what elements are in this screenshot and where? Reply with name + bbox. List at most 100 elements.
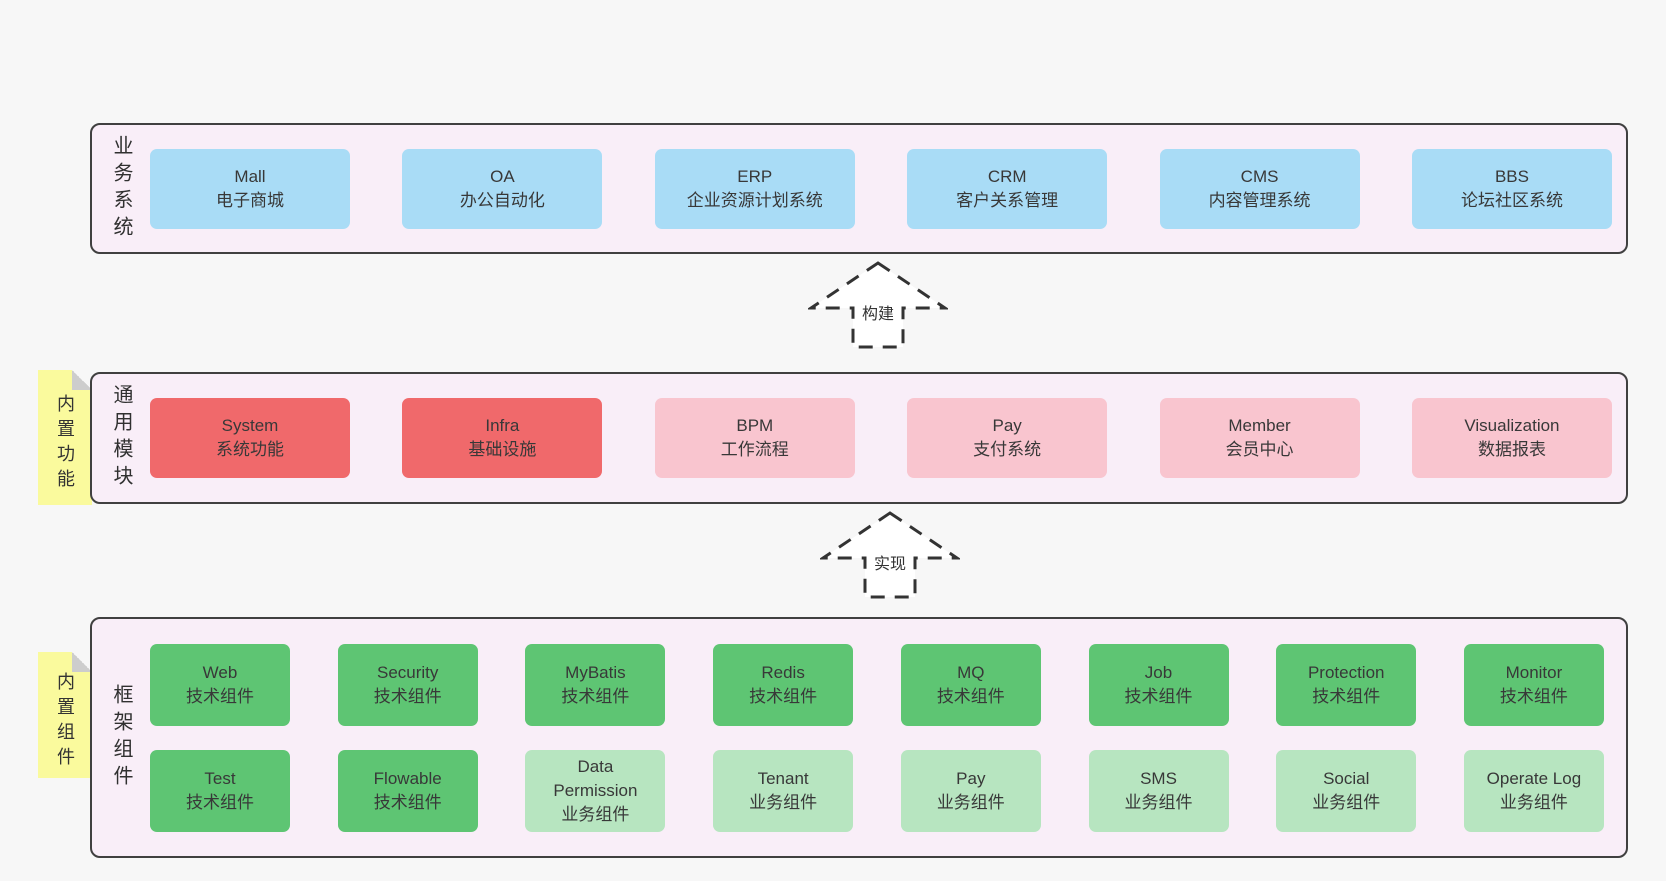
box-member: Member 会员中心	[1159, 398, 1360, 478]
box-title: Pay	[992, 416, 1022, 435]
layer-label-business-systems: 业务系统	[110, 134, 132, 243]
box-security: Security 技术组件	[337, 643, 478, 726]
box-title: Pay	[956, 768, 986, 788]
box-subtitle: 业务组件	[561, 804, 630, 824]
sticky-tab-built-in-functions: 内置功能	[38, 370, 92, 505]
box-bpm: BPM 工作流程	[654, 398, 855, 478]
box-pay-component: Pay 业务组件	[900, 749, 1041, 832]
layer-label-common-modules: 通用模块	[110, 384, 132, 492]
box-title: Job	[1144, 662, 1173, 682]
box-title: BPM	[736, 416, 774, 435]
box-tenant: Tenant 业务组件	[713, 749, 854, 832]
box-subtitle: 技术组件	[1124, 686, 1193, 706]
box-subtitle: 客户关系管理	[956, 190, 1059, 210]
box-monitor: Monitor 技术组件	[1463, 643, 1604, 726]
box-subtitle: 工作流程	[720, 440, 789, 459]
box-title: SMS	[1140, 768, 1177, 788]
box-title: BBS	[1494, 166, 1529, 186]
box-subtitle: 业务组件	[1124, 792, 1193, 812]
box-data-permission: Data Permission 业务组件	[525, 749, 666, 832]
box-title: Member	[1228, 416, 1291, 435]
box-title: Redis	[761, 662, 805, 682]
box-title: Monitor	[1505, 662, 1563, 682]
box-subtitle: 业务组件	[749, 792, 818, 812]
box-title: Web	[202, 662, 238, 682]
box-subtitle: 基础设施	[468, 440, 537, 459]
box-web: Web 技术组件	[150, 643, 290, 726]
implement-arrow-label: 实现	[870, 549, 910, 575]
box-operate-log: Operate Log 业务组件	[1463, 749, 1604, 832]
box-infra: Infra 基础设施	[402, 398, 603, 478]
box-subtitle: 办公自动化	[459, 190, 545, 210]
box-title: OA	[490, 166, 515, 186]
box-title: Visualization	[1464, 416, 1560, 435]
modules-box-row: System 系统功能 Infra 基础设施 BPM 工作流程 Pay 支付系统…	[150, 374, 1626, 502]
box-mall: Mall 电子商城	[150, 148, 350, 229]
box-subtitle: 支付系统	[973, 440, 1042, 459]
box-subtitle: 技术组件	[186, 792, 254, 812]
box-title: Test	[204, 768, 236, 788]
build-arrow: 构建	[808, 259, 948, 351]
box-subtitle: 业务组件	[936, 792, 1005, 812]
layer-label-framework-components: 框架组件	[110, 683, 132, 792]
folded-corner-icon	[72, 652, 92, 672]
build-arrow-label: 构建	[858, 299, 898, 325]
box-title: Mall	[234, 166, 266, 186]
box-title: Social	[1323, 768, 1370, 788]
box-social: Social 业务组件	[1276, 749, 1417, 832]
box-title: MyBatis	[565, 662, 626, 682]
sticky-tab-label: 内置组件	[55, 672, 75, 772]
box-title: Infra	[485, 416, 520, 435]
box-title: CMS	[1240, 166, 1279, 186]
box-subtitle: 技术组件	[186, 686, 254, 706]
box-subtitle: 业务组件	[1312, 792, 1381, 812]
box-title: Flowable	[373, 768, 442, 788]
box-subtitle: 会员中心	[1225, 440, 1294, 459]
box-title: Security	[376, 662, 439, 682]
box-title: CRM	[987, 166, 1027, 186]
components-rows: Web 技术组件 Security 技术组件 MyBatis 技术组件 Redi…	[150, 619, 1626, 856]
components-row-1: Web 技术组件 Security 技术组件 MyBatis 技术组件 Redi…	[150, 643, 1604, 726]
box-subtitle: 技术组件	[1312, 686, 1381, 706]
box-subtitle: 企业资源计划系统	[686, 190, 823, 210]
box-subtitle: 电子商城	[216, 190, 284, 210]
box-title: Protection	[1307, 662, 1385, 682]
box-redis: Redis 技术组件	[713, 643, 854, 726]
box-title: Tenant	[757, 768, 809, 788]
box-title: MQ	[957, 662, 985, 682]
box-subtitle: 技术组件	[1499, 686, 1568, 706]
box-subtitle: 技术组件	[749, 686, 818, 706]
sticky-tab-label: 内置功能	[55, 394, 75, 494]
box-system: System 系统功能	[150, 398, 350, 478]
box-subtitle: 技术组件	[373, 686, 442, 706]
box-subtitle: 内容管理系统	[1208, 190, 1311, 210]
box-sms: SMS 业务组件	[1088, 749, 1229, 832]
box-test: Test 技术组件	[150, 749, 290, 832]
box-subtitle: 业务组件	[1499, 792, 1568, 812]
box-visualization: Visualization 数据报表	[1411, 398, 1612, 478]
box-mybatis: MyBatis 技术组件	[525, 643, 666, 726]
implement-arrow: 实现	[820, 509, 960, 601]
box-cms: CMS 内容管理系统	[1159, 148, 1360, 229]
box-job: Job 技术组件	[1088, 643, 1229, 726]
box-title: Operate Log	[1486, 768, 1582, 788]
layer-framework-components: 框架组件 Web 技术组件 Security 技术组件 MyBatis 技术组件…	[90, 617, 1628, 858]
box-subtitle: 系统功能	[216, 440, 284, 459]
box-flowable: Flowable 技术组件	[337, 749, 478, 832]
box-erp: ERP 企业资源计划系统	[654, 148, 855, 229]
box-title: ERP	[737, 166, 773, 186]
layer-business-systems: 业务系统 Mall 电子商城 OA 办公自动化 ERP 企业资源计划系统 CRM…	[90, 123, 1628, 254]
layer-common-modules: 通用模块 System 系统功能 Infra 基础设施 BPM 工作流程 Pay…	[90, 372, 1628, 504]
box-bbs: BBS 论坛社区系统	[1411, 148, 1612, 229]
box-title: Data Permission	[553, 756, 638, 800]
box-protection: Protection 技术组件	[1276, 643, 1417, 726]
folded-corner-icon	[72, 370, 92, 390]
box-subtitle: 技术组件	[936, 686, 1005, 706]
box-pay-system: Pay 支付系统	[907, 398, 1108, 478]
box-subtitle: 数据报表	[1477, 440, 1546, 459]
box-oa: OA 办公自动化	[402, 148, 603, 229]
box-subtitle: 技术组件	[373, 792, 442, 812]
box-crm: CRM 客户关系管理	[907, 148, 1108, 229]
components-row-2: Test 技术组件 Flowable 技术组件 Data Permission …	[150, 749, 1604, 832]
business-box-row: Mall 电子商城 OA 办公自动化 ERP 企业资源计划系统 CRM 客户关系…	[150, 125, 1626, 252]
